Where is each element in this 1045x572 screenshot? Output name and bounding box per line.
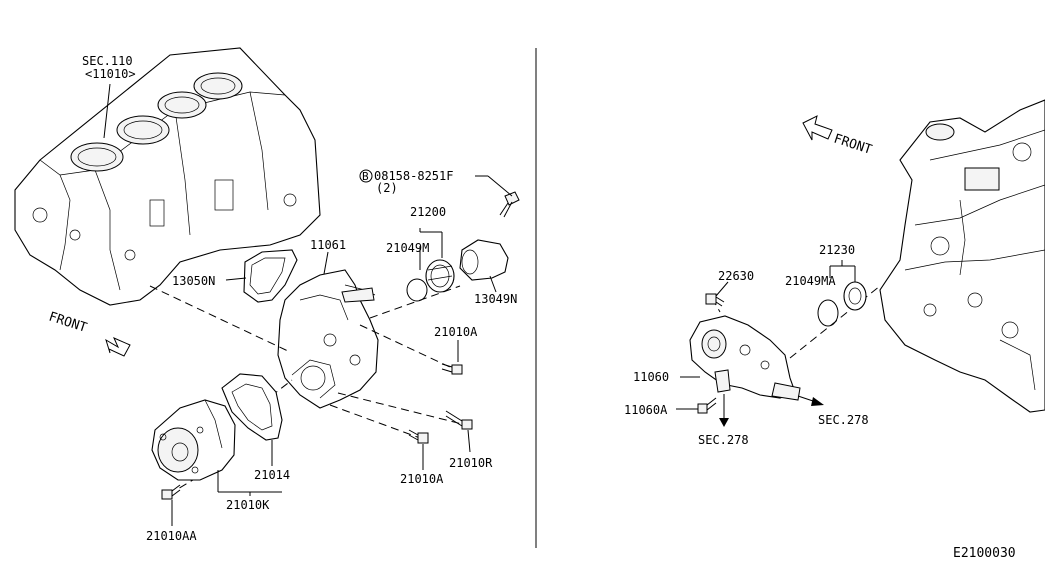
label-21230: 21230 [819,243,855,257]
bolt-21010r [445,410,473,430]
front-arrow-right-icon [802,115,833,141]
o-ring-21049m [406,278,428,302]
cylinder-block [14,47,321,306]
label-08158-8251f: 08158-8251F [374,169,453,183]
label-21010a-top: 21010A [434,325,478,339]
front-arrow-left-icon [105,337,131,357]
label-11060: 11060 [633,370,669,384]
front-label-right: FRONT [832,132,874,158]
label-11061: 11061 [310,238,346,252]
arrow-right-icon [797,395,824,406]
label-bolt-qty: (2) [376,181,398,195]
label-21010r: 21010R [449,456,493,470]
gasket-21014 [221,373,283,441]
label-sec278-b: SEC.278 [818,413,869,427]
label-21010aa: 21010AA [146,529,197,543]
label-21049ma: 21049MA [785,274,836,288]
label-22630: 22630 [718,269,754,283]
o-ring-21049ma [817,299,839,327]
label-21049m: 21049M [386,241,429,255]
front-label-left: FRONT [47,310,89,336]
arrow-down-icon [719,394,729,427]
bolt-21010a-top [441,363,463,375]
label-21014: 21014 [254,468,290,482]
block-sec-label: SEC.110 [82,54,133,68]
engine-assembly-right [879,99,1045,413]
label-11060a: 11060A [624,403,668,417]
temperature-sensor-22630 [705,293,725,307]
water-pump-21010k [151,399,236,481]
block-part-label: <11010> [85,67,136,81]
bolt-marker-circle [359,169,373,183]
label-sec278-a: SEC.278 [698,433,749,447]
label-21010a-bottom: 21010A [400,472,444,486]
thermostat-housing-13049n [459,239,509,281]
label-13049n: 13049N [474,292,517,306]
water-outlet-11060 [689,315,801,401]
bolt-21010a-bottom [408,429,429,444]
thermostat-21200 [425,259,455,293]
thermostat-21230 [843,281,867,311]
bolt-marker: B [362,170,369,183]
bolt-08158-8251f [499,191,520,218]
label-13050n: 13050N [172,274,215,288]
bolt-21010aa [161,484,181,500]
water-pump-housing-11061 [277,269,379,409]
diagram-code: E2100030 [953,546,1016,561]
label-21200: 21200 [410,205,446,219]
bolt-11060a [697,397,717,414]
label-21010k: 21010K [226,498,270,512]
